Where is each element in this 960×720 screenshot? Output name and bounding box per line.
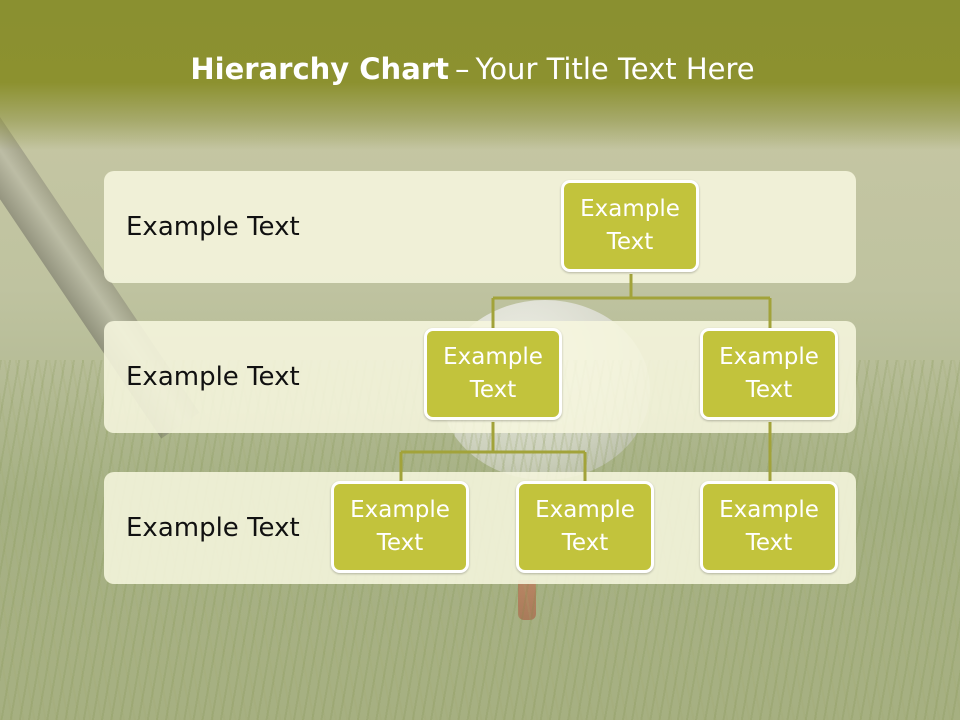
node-level2-left[interactable]: Example Text [424,328,562,420]
level-band-1: Example Text [104,171,856,283]
node-level3-middle-label: Example Text [535,497,635,556]
node-level2-left-label: Example Text [443,344,543,403]
node-level2-right-label: Example Text [719,344,819,403]
node-root[interactable]: Example Text [561,180,699,272]
node-level3-left-label: Example Text [350,497,450,556]
node-root-label: Example Text [580,196,680,255]
title-separator: – [454,52,470,86]
node-level3-right[interactable]: Example Text [700,481,838,573]
node-level2-right[interactable]: Example Text [700,328,838,420]
node-level3-middle[interactable]: Example Text [516,481,654,573]
node-level3-right-label: Example Text [719,497,819,556]
title-bold: Hierarchy Chart [190,52,449,86]
title-rest: Your Title Text Here [475,52,755,86]
header-bar [0,0,960,150]
node-level3-left[interactable]: Example Text [331,481,469,573]
slide-title: Hierarchy Chart–Your Title Text Here [0,52,945,86]
band-label-2: Example Text [126,362,300,392]
band-label-3: Example Text [126,513,300,543]
band-label-1: Example Text [126,212,300,242]
